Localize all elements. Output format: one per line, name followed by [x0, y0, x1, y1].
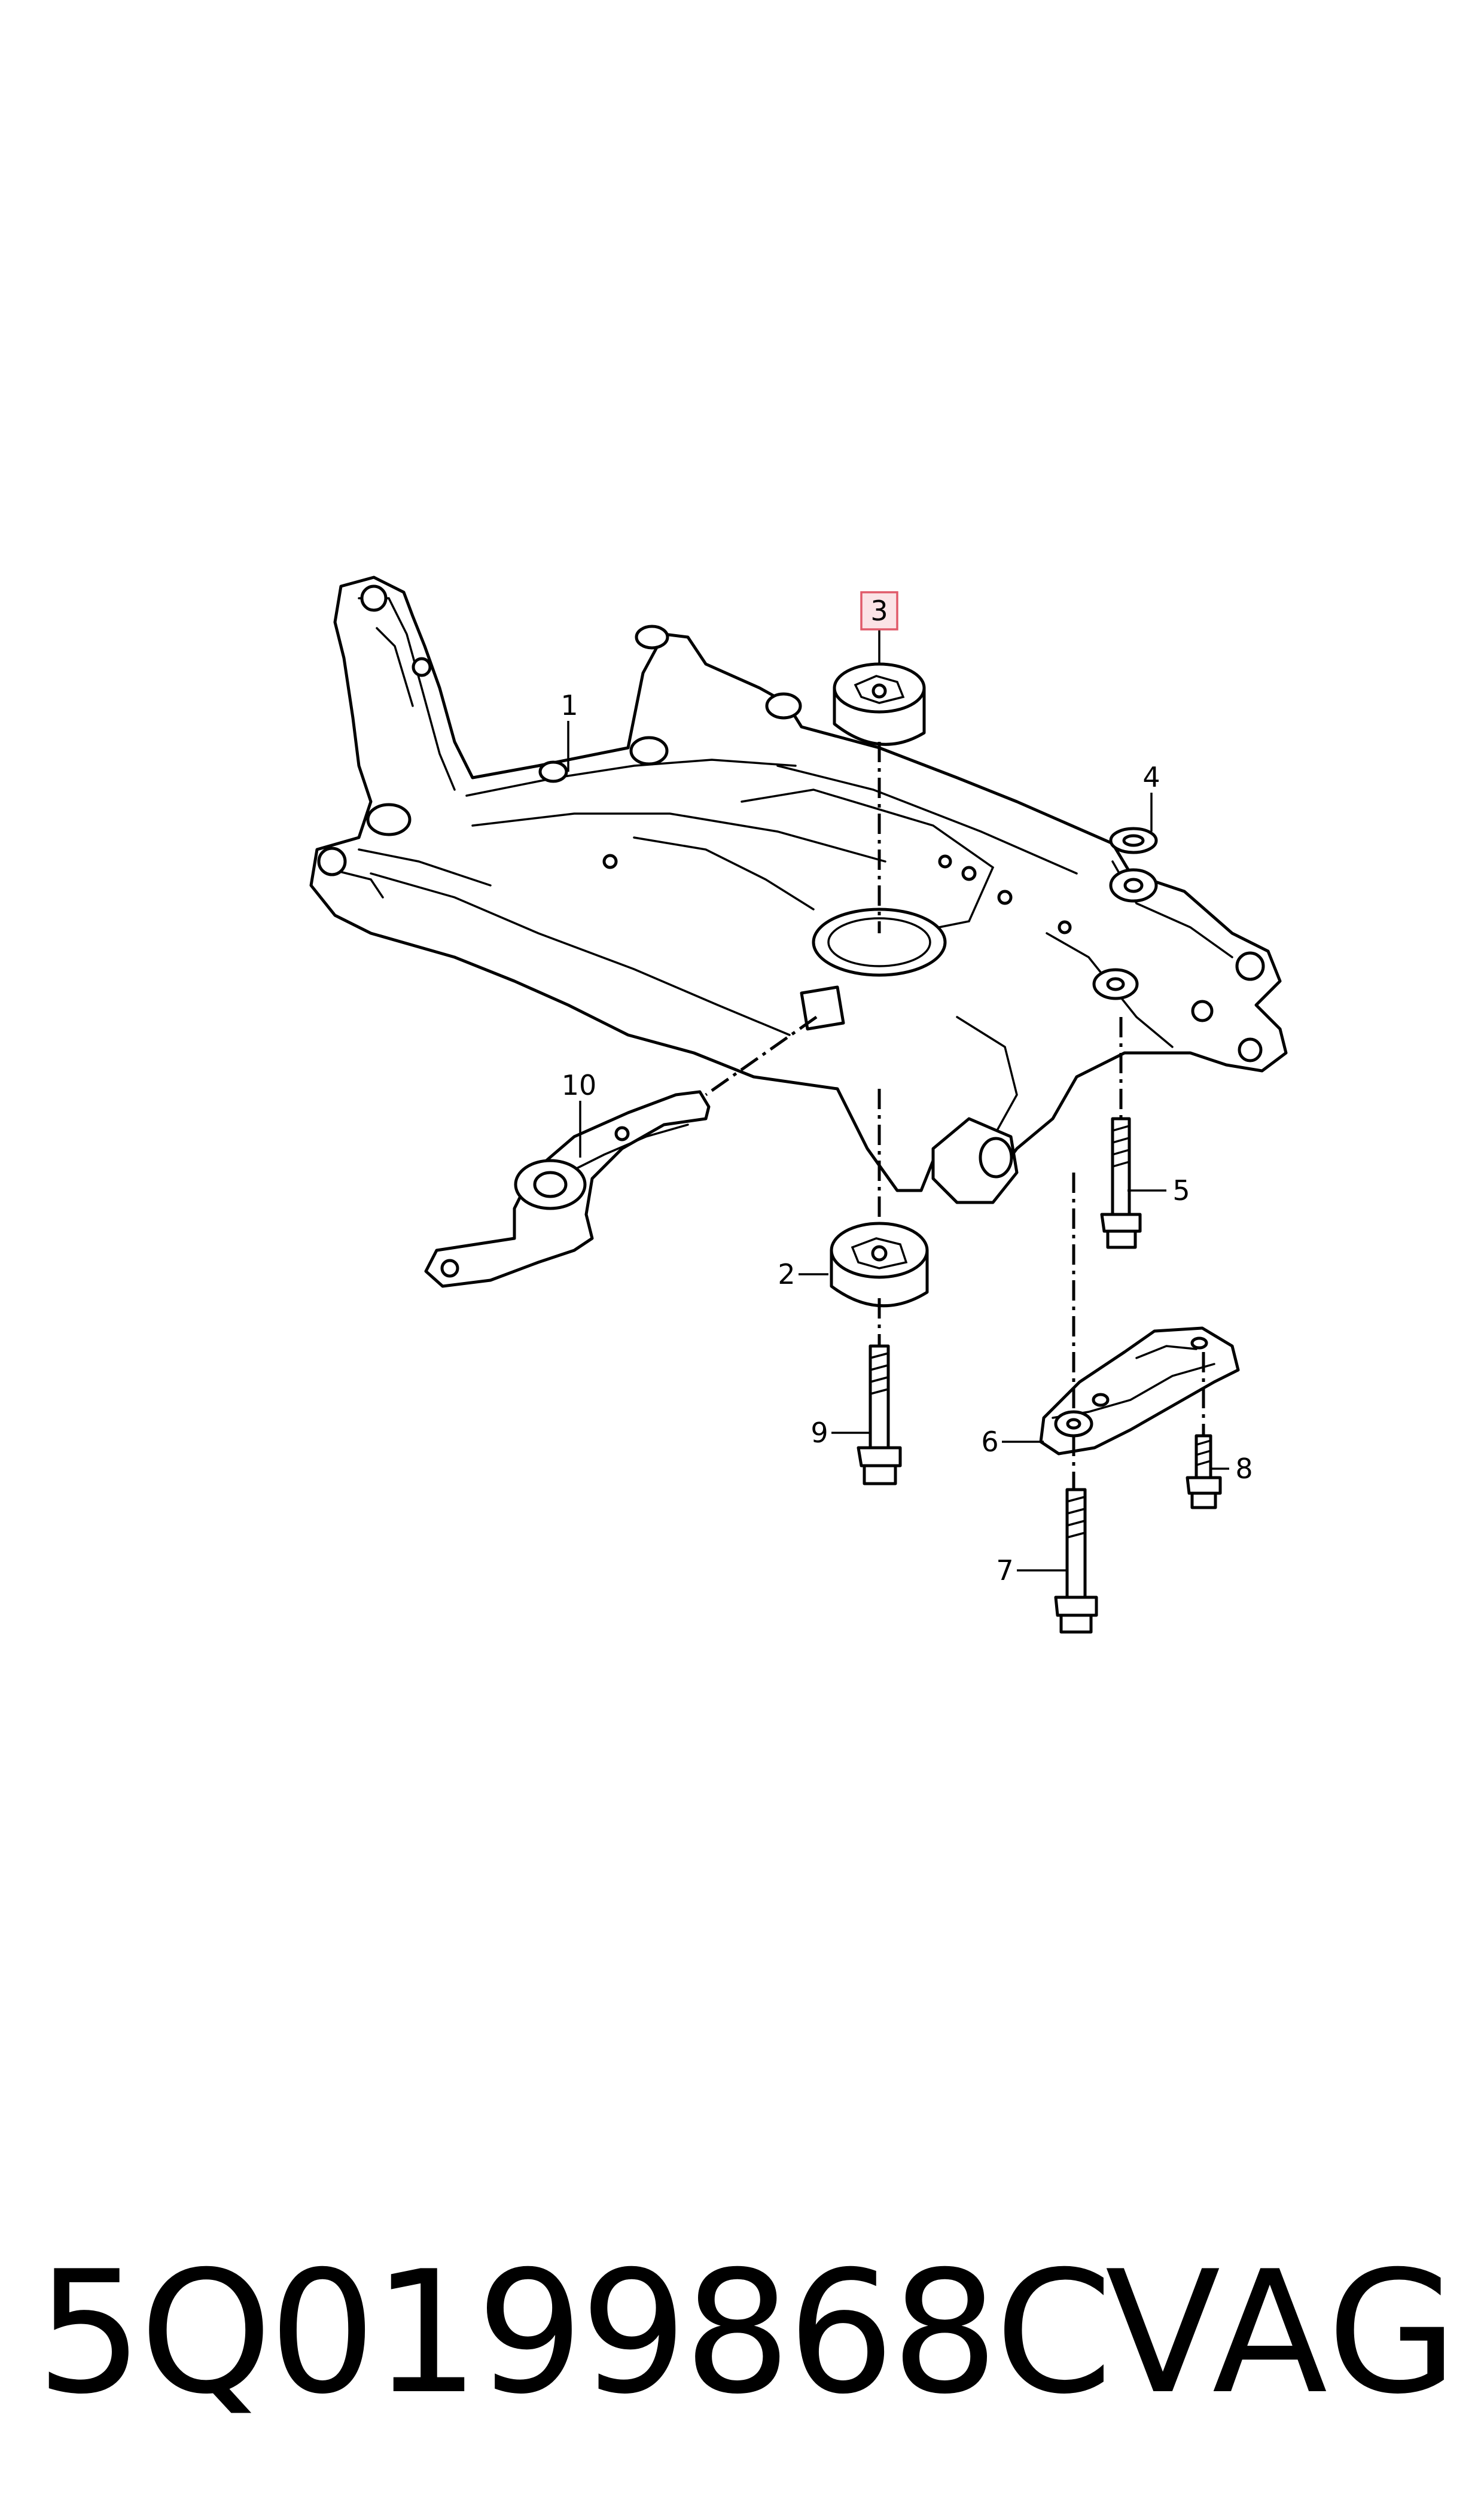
callout-10: 10 — [562, 1069, 597, 1101]
callout-7: 7 — [996, 1554, 1013, 1587]
bolt-9 — [857, 1344, 902, 1485]
callout-6: 6 — [981, 1426, 998, 1458]
subframe-crossmember — [309, 576, 1288, 1204]
assembly-axis-lines — [705, 742, 1205, 1490]
bolt-7 — [1054, 1488, 1098, 1634]
callout-1: 1 — [560, 689, 578, 721]
callout-3: 3 — [870, 595, 888, 627]
part-number: 5Q0199868C — [36, 2234, 1113, 2431]
bolt-8 — [1186, 1434, 1222, 1509]
callout-labels: 1 2 3 4 5 6 7 8 9 10 — [560, 591, 1253, 1587]
callout-9: 9 — [810, 1417, 828, 1449]
torque-support-rod — [424, 1090, 711, 1288]
exploded-parts-diagram: 1 2 3 4 5 6 7 8 9 10 — [309, 576, 1288, 1634]
lower-mount-bushing — [830, 1222, 929, 1308]
bolt-5 — [1100, 1117, 1142, 1249]
callout-leaders — [567, 630, 1229, 1572]
brand-name: VAG — [1105, 2234, 1460, 2431]
callout-8: 8 — [1235, 1453, 1253, 1485]
callout-5: 5 — [1172, 1174, 1190, 1207]
upper-mount-bushing — [833, 662, 926, 746]
callout-3-highlight — [860, 591, 898, 631]
washer — [1109, 827, 1158, 854]
callout-4: 4 — [1142, 761, 1160, 793]
callout-2: 2 — [778, 1258, 795, 1290]
